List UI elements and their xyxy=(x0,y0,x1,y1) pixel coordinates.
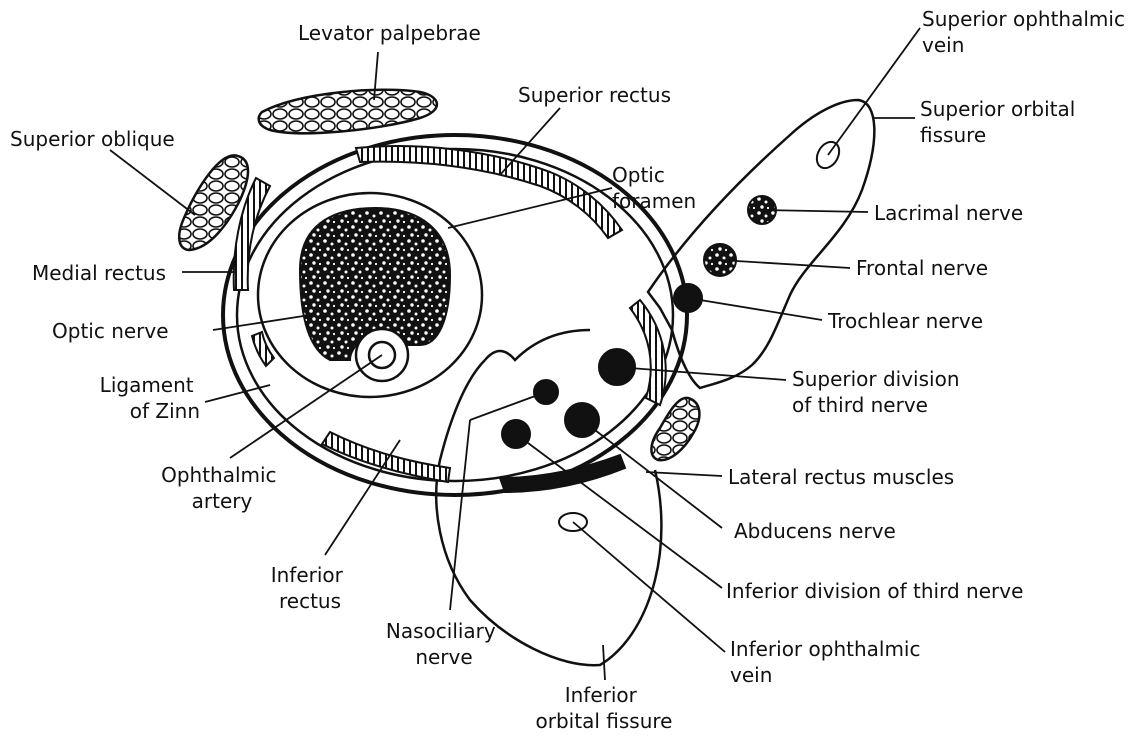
label-ophthalmic-artery-line2: artery xyxy=(192,489,253,513)
label-ligament-of-zinn: Ligament of Zinn xyxy=(100,373,200,423)
label-lateral-rectus: Lateral rectus muscles xyxy=(728,465,954,489)
label-inferior-rectus-line2: rectus xyxy=(279,589,341,613)
label-nasociliary-nerve: Nasociliary nerve xyxy=(386,619,502,669)
label-ligament-of-zinn-line1: Ligament xyxy=(100,373,194,397)
label-ophthalmic-artery-line1: Ophthalmic xyxy=(161,463,276,487)
label-inferior-rectus-line1: Inferior xyxy=(271,563,344,587)
label-optic-foramen-line1: Optic xyxy=(612,163,665,187)
label-frontal-nerve: Frontal nerve xyxy=(856,256,988,280)
label-superior-rectus: Superior rectus xyxy=(518,83,671,107)
label-medial-rectus: Medial rectus xyxy=(32,261,166,285)
optic-nerve-group xyxy=(300,208,450,381)
label-superior-division: Superior division of third nerve xyxy=(792,367,966,417)
label-inferior-ophthalmic-vein-line1: Inferior ophthalmic xyxy=(730,637,921,661)
label-trochlear-nerve: Trochlear nerve xyxy=(827,309,983,333)
label-superior-ophthalmic-vein-line2: vein xyxy=(922,33,964,57)
label-superior-oblique: Superior oblique xyxy=(10,127,175,151)
lateral-rectus-band xyxy=(630,300,666,405)
annulus-inner xyxy=(237,149,673,481)
label-inferior-rectus: Inferior rectus xyxy=(271,563,350,613)
label-inferior-division: Inferior division of third nerve xyxy=(726,579,1023,603)
label-superior-ophthalmic-vein-line1: Superior ophthalmic xyxy=(922,7,1125,31)
label-superior-ophthalmic-vein: Superior ophthalmic vein xyxy=(922,7,1131,57)
label-inferior-orbital-fissure-line1: Inferior xyxy=(565,683,638,707)
lateral-rectus-muscle xyxy=(651,398,699,460)
label-inferior-orbital-fissure: Inferior orbital fissure xyxy=(536,683,673,733)
label-optic-foramen: Optic foramen xyxy=(612,163,696,213)
label-lacrimal-nerve: Lacrimal nerve xyxy=(874,201,1023,225)
label-ophthalmic-artery: Ophthalmic artery xyxy=(161,463,283,513)
label-inferior-ophthalmic-vein-line2: vein xyxy=(730,663,772,687)
label-superior-orbital-fissure: Superior orbital fissure xyxy=(920,97,1082,147)
label-optic-nerve: Optic nerve xyxy=(52,319,169,343)
left-small-band xyxy=(252,332,274,366)
label-inferior-orbital-fissure-line2: orbital fissure xyxy=(536,709,673,733)
labels: Levator palpebrae Superior rectus Superi… xyxy=(10,7,1131,733)
label-nasociliary-nerve-line1: Nasociliary xyxy=(386,619,496,643)
label-superior-division-line2: of third nerve xyxy=(792,393,928,417)
label-nasociliary-nerve-line2: nerve xyxy=(415,645,472,669)
label-abducens-nerve: Abducens nerve xyxy=(734,519,896,543)
label-ligament-of-zinn-line2: of Zinn xyxy=(130,399,200,423)
label-levator-palpebrae: Levator palpebrae xyxy=(298,21,481,45)
label-superior-orbital-fissure-line2: fissure xyxy=(920,123,986,147)
label-inferior-ophthalmic-vein: Inferior ophthalmic vein xyxy=(730,637,927,687)
levator-palpebrae-muscle xyxy=(259,90,437,133)
label-superior-division-line1: Superior division xyxy=(792,367,960,391)
fissure-notch xyxy=(485,330,590,360)
label-optic-foramen-line2: foramen xyxy=(612,189,696,213)
label-superior-orbital-fissure-line1: Superior orbital xyxy=(920,97,1075,121)
